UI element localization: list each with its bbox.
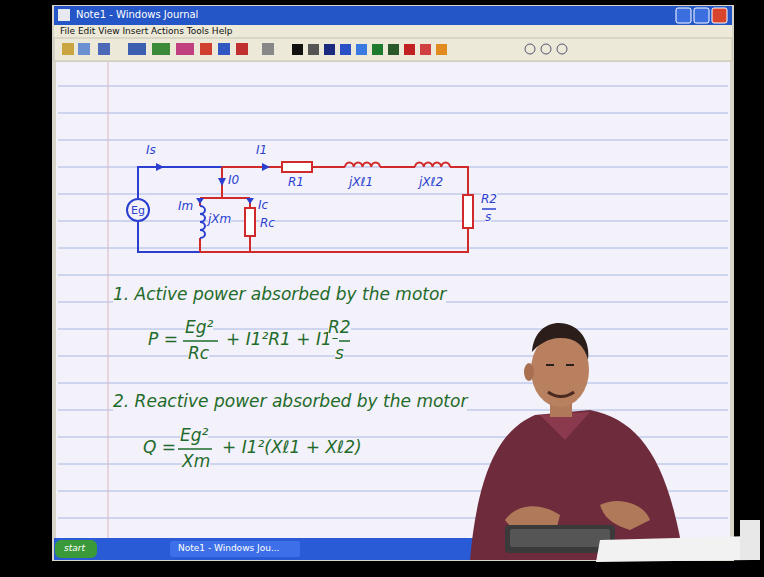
ruled-line xyxy=(58,383,728,384)
ruled-line xyxy=(58,140,728,141)
taskbar xyxy=(54,538,732,560)
color-swatches xyxy=(292,44,567,55)
voltage-source: Eg xyxy=(126,198,150,222)
formula-part: Xm xyxy=(182,452,210,472)
toolbar-icons xyxy=(62,43,274,55)
inductor-symbol xyxy=(200,206,205,238)
menu-bar xyxy=(54,25,732,38)
formula-part: Eg² xyxy=(185,318,213,338)
component-label: jXm xyxy=(208,213,231,227)
fraction-bars xyxy=(178,209,496,449)
ruled-line xyxy=(58,275,728,276)
formula-part: + I1²(Xℓ1 + Xℓ2) xyxy=(222,438,362,458)
circuit-drawing xyxy=(138,162,473,252)
current-label: Ic xyxy=(258,199,268,213)
resistor-symbol xyxy=(463,195,473,228)
component-label: jXℓ1 xyxy=(349,176,373,190)
component-label: Rc xyxy=(260,217,275,231)
close-button xyxy=(712,8,727,23)
ruled-line xyxy=(58,491,728,492)
ruled-line xyxy=(58,464,728,465)
resistor-symbol xyxy=(245,208,255,236)
app-icon xyxy=(58,9,70,21)
ruled-line xyxy=(58,356,728,357)
resistor-symbol xyxy=(282,162,312,172)
window-title: Note1 - Windows Journal xyxy=(76,9,198,21)
formula-part: + I1²R1 + I1² xyxy=(226,330,339,350)
series-wire xyxy=(200,167,468,252)
formula-part: Eg² xyxy=(180,426,208,446)
shunt-wire xyxy=(200,167,250,252)
source-wire xyxy=(138,222,200,252)
toolbar xyxy=(54,38,732,61)
note-page xyxy=(56,62,730,538)
component-label: jXℓ2 xyxy=(419,176,443,190)
title-bar xyxy=(54,6,732,25)
ruled-line xyxy=(58,518,728,519)
formula-part: P = xyxy=(148,330,178,350)
current-label: I1 xyxy=(256,144,267,158)
source-wire xyxy=(138,167,222,198)
ruled-line xyxy=(58,86,728,87)
formula-part: Q = xyxy=(143,438,176,458)
component-label: R2 xyxy=(481,193,497,207)
ruled-line xyxy=(58,248,728,249)
maximize-button xyxy=(694,8,709,23)
component-label: R1 xyxy=(288,176,304,190)
heading-note: 1. Active power absorbed by the motor xyxy=(113,285,446,305)
ruled-lines xyxy=(58,86,728,518)
ruled-line xyxy=(58,194,728,195)
window-frame xyxy=(52,5,734,561)
source-label: Eg xyxy=(131,205,145,216)
start-button xyxy=(55,540,97,558)
minimize-button xyxy=(676,8,691,23)
current-label: Is xyxy=(146,144,156,158)
taskbar-button xyxy=(170,541,300,557)
current-label: I0 xyxy=(228,174,239,188)
taskbar-label: Note1 - Windows Jou... xyxy=(178,543,279,553)
current-label: Im xyxy=(178,200,193,214)
component-label: s xyxy=(485,211,491,225)
menu-items: File Edit View Insert Actions Tools Help xyxy=(60,26,232,36)
heading-note: 2. Reactive power absorbed by the motor xyxy=(113,392,467,412)
inductor-symbol xyxy=(415,163,450,167)
lecturer xyxy=(470,323,760,562)
ruled-line xyxy=(58,221,728,222)
start-label: start xyxy=(64,543,85,553)
formula-part: Rc xyxy=(188,344,209,364)
formula-part: s xyxy=(335,344,344,364)
inductor-symbol xyxy=(345,163,380,167)
ruled-line xyxy=(58,113,728,114)
margin-line xyxy=(108,62,109,538)
formula-part: R2 xyxy=(328,318,351,338)
current-arrows xyxy=(156,163,270,204)
